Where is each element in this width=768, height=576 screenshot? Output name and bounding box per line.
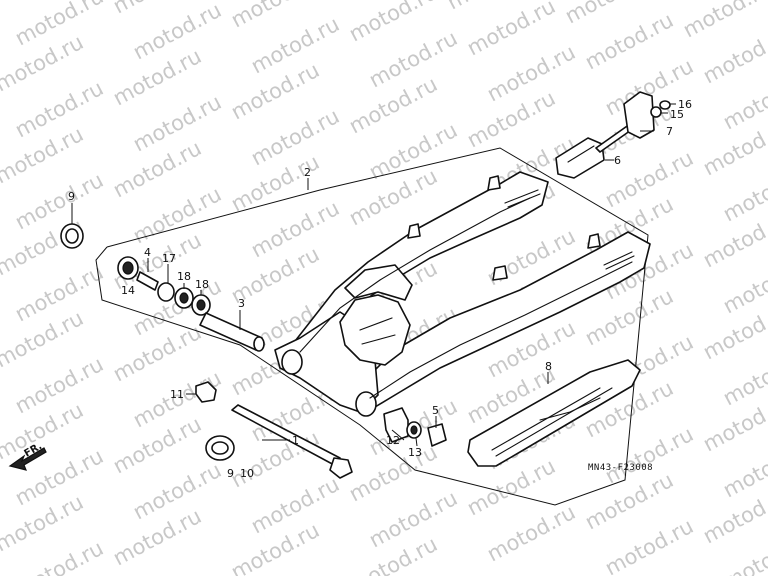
chain-adjuster <box>555 91 671 179</box>
swingarm <box>274 171 651 417</box>
assembly-outline <box>95 147 649 506</box>
callout-12: 12 <box>386 434 400 447</box>
watermark-text: motod.ru <box>581 8 677 74</box>
callout-4: 4 <box>144 246 151 259</box>
watermark-text: motod.ru <box>483 500 579 566</box>
watermark-text: motod.ru <box>0 122 87 188</box>
watermark-text: motod.ru <box>0 490 87 556</box>
watermark-text: motod.ru <box>601 514 697 576</box>
callout-2: 2 <box>304 166 311 179</box>
callout-1: 1 <box>292 434 299 447</box>
callout-9-seal: 9 <box>68 190 75 203</box>
callout-15: 15 <box>670 108 684 121</box>
callout-7: 7 <box>666 125 673 138</box>
callout-18-b: 18 <box>195 278 209 291</box>
callout-13: 13 <box>408 446 422 459</box>
leader-lines <box>71 103 676 447</box>
callout-18-a: 18 <box>177 270 191 283</box>
callout-labels: 1 2 3 4 5 6 7 8 9 9 10 11 12 13 14 15 16… <box>68 98 692 480</box>
callout-14: 14 <box>121 284 135 297</box>
callout-16: 16 <box>678 98 692 111</box>
callout-10: 10 <box>240 467 254 480</box>
linkage-hardware <box>383 407 447 447</box>
callout-17: 17 <box>162 252 176 265</box>
callout-8: 8 <box>545 360 552 373</box>
callout-9-lower: 9 <box>227 467 234 480</box>
callout-11: 11 <box>170 388 184 401</box>
watermark-text: motod.ru <box>0 30 87 96</box>
callout-6: 6 <box>614 154 621 167</box>
figure-code: MN43-F23008 <box>588 463 653 473</box>
watermark-text: motod.ru <box>0 398 87 464</box>
chain-guide <box>467 359 641 467</box>
watermark-text: motod.ru <box>0 306 87 372</box>
callout-5: 5 <box>432 404 439 417</box>
pivot-hardware <box>60 223 353 479</box>
callout-3: 3 <box>238 297 245 310</box>
watermark-text: motod.ru <box>679 0 768 42</box>
